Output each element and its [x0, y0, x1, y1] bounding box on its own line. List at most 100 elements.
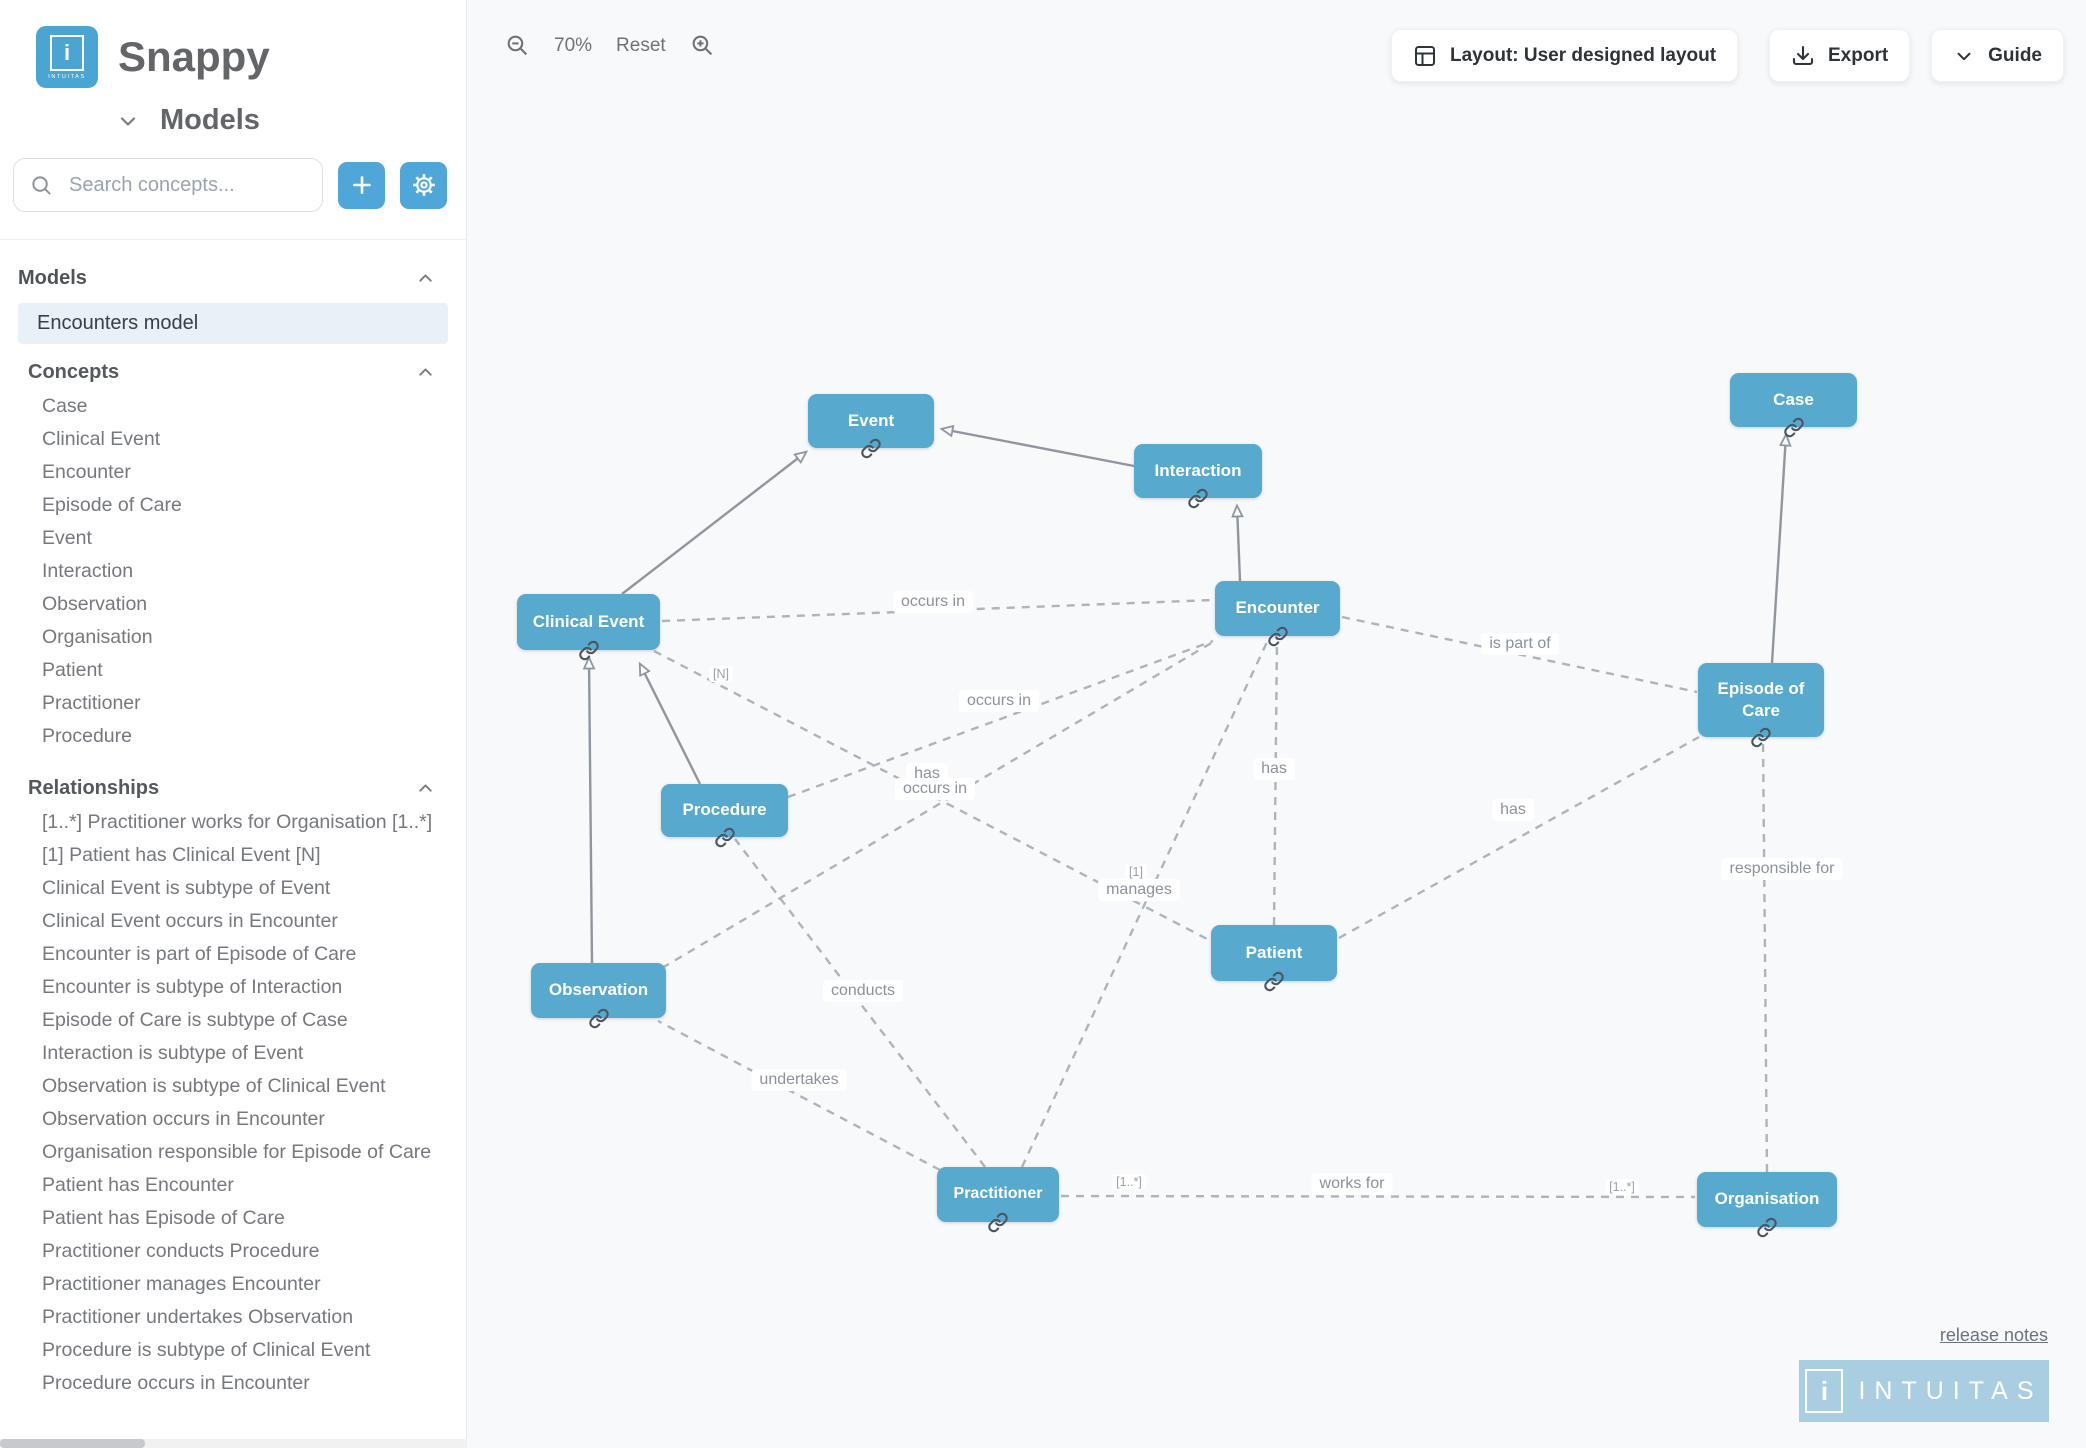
chevron-down-icon — [1953, 45, 1975, 67]
node-episode-of-care[interactable]: Episode of Care — [1698, 663, 1824, 748]
chevron-up-icon[interactable] — [415, 362, 436, 383]
models-section-header[interactable]: Models — [18, 267, 448, 290]
settings-button[interactable] — [400, 161, 447, 209]
link-icon — [1757, 1217, 1778, 1238]
relationship-item[interactable]: Clinical Event occurs in Encounter — [42, 910, 338, 932]
edge-label-responsible-for: responsible for — [1721, 858, 1843, 880]
chevron-down-icon[interactable] — [116, 109, 140, 133]
zoom-level-value: 70% — [554, 34, 593, 56]
edge-label-has-encounter: has — [1253, 758, 1295, 780]
link-icon — [1264, 971, 1285, 992]
edge-label-manages: manages — [1098, 879, 1180, 901]
search-input[interactable] — [67, 172, 306, 198]
relationship-item[interactable]: [1..*] Practitioner works for Organisati… — [42, 811, 433, 833]
relationship-item[interactable]: Episode of Care is subtype of Case — [42, 1009, 348, 1031]
chevron-up-icon[interactable] — [415, 778, 436, 799]
node-label: Case — [1773, 389, 1814, 409]
sidebar-item-encounter[interactable]: Encounter — [42, 461, 131, 483]
zoom-out-button[interactable] — [505, 33, 530, 58]
node-patient[interactable]: Patient — [1211, 925, 1337, 992]
zoom-reset-button[interactable]: Reset — [616, 34, 666, 56]
sidebar-item-observation[interactable]: Observation — [42, 593, 148, 615]
node-label: Clinical Event — [532, 611, 645, 631]
sidebar-item-encounters-model[interactable]: Encounters model — [18, 303, 448, 344]
relationship-item[interactable]: Patient has Encounter — [42, 1174, 234, 1196]
edge-cardinality-N: [N] — [709, 666, 733, 682]
sidebar-item-case[interactable]: Case — [42, 395, 88, 417]
relationship-item[interactable]: Encounter is subtype of Interaction — [42, 976, 343, 998]
relationship-item[interactable]: Practitioner conducts Procedure — [42, 1240, 320, 1262]
relationship-item[interactable]: Practitioner manages Encounter — [42, 1273, 321, 1295]
concepts-section-label: Concepts — [28, 361, 120, 383]
node-event[interactable]: Event — [808, 394, 934, 459]
link-icon — [1751, 727, 1772, 748]
snappy-logo-icon: i INTUITAS — [36, 26, 98, 88]
link-icon — [714, 827, 735, 848]
guide-button[interactable]: Guide — [1931, 29, 2064, 82]
concepts-section-header[interactable]: Concepts — [18, 361, 448, 384]
add-concept-button[interactable] — [338, 161, 385, 209]
search-row — [13, 158, 452, 212]
node-interaction[interactable]: Interaction — [1134, 444, 1262, 509]
sidebar-item-practitioner[interactable]: Practitioner — [42, 692, 141, 714]
sidebar-content: Models Encounters model Concepts Case Cl… — [0, 267, 466, 1400]
brand-header: i INTUITAS Snappy — [0, 0, 466, 88]
sidebar-item-interaction[interactable]: Interaction — [42, 560, 134, 582]
edge-cardinality-1-star-right: [1..*] — [1605, 1179, 1639, 1195]
sidebar-item-clinical-event[interactable]: Clinical Event — [42, 428, 161, 450]
relationship-item[interactable]: Interaction is subtype of Event — [42, 1042, 304, 1064]
node-practitioner[interactable]: Practitioner — [937, 1167, 1059, 1233]
edge-label-works-for: works for — [1311, 1173, 1393, 1195]
scrollbar-thumb[interactable] — [0, 1439, 145, 1448]
layout-button[interactable]: Layout: User designed layout — [1391, 29, 1739, 82]
node-label: Procedure — [682, 800, 767, 820]
relationships-section-header[interactable]: Relationships — [18, 777, 448, 800]
sidebar-item-episode-of-care[interactable]: Episode of Care — [42, 494, 182, 516]
edge-label-occurs-in-procedure: occurs in — [958, 690, 1040, 712]
sidebar-item-patient[interactable]: Patient — [42, 659, 103, 681]
node-case[interactable]: Case — [1730, 373, 1857, 438]
relationship-item[interactable]: Observation occurs in Encounter — [42, 1108, 325, 1130]
node-label: Observation — [548, 980, 649, 1000]
sidebar-item-procedure[interactable]: Procedure — [42, 725, 132, 747]
chevron-up-icon[interactable] — [415, 268, 436, 289]
relationship-item[interactable]: [1] Patient has Clinical Event [N] — [42, 844, 321, 866]
download-icon — [1791, 44, 1815, 68]
relationship-item[interactable]: Clinical Event is subtype of Event — [42, 877, 331, 899]
sidebar-item-organisation[interactable]: Organisation — [42, 626, 153, 648]
export-button-label: Export — [1828, 44, 1889, 66]
models-nav[interactable]: Models — [0, 88, 466, 137]
link-icon — [988, 1212, 1009, 1233]
link-icon — [588, 1008, 609, 1029]
relationship-item[interactable]: Encounter is part of Episode of Care — [42, 943, 357, 965]
zoom-in-button[interactable] — [690, 33, 715, 58]
concepts-list: Case Clinical Event Encounter Episode of… — [18, 390, 448, 753]
relationship-item[interactable]: Procedure occurs in Encounter — [42, 1372, 310, 1394]
node-label: Event — [847, 410, 895, 430]
edge-cardinality-1: [1] — [1125, 864, 1147, 880]
relationship-item[interactable]: Procedure is subtype of Clinical Event — [42, 1339, 371, 1361]
relationship-item[interactable]: Patient has Episode of Care — [42, 1207, 285, 1229]
search-box[interactable] — [13, 158, 323, 212]
link-icon — [1267, 626, 1288, 647]
export-button[interactable]: Export — [1769, 29, 1911, 82]
node-observation[interactable]: Observation — [531, 963, 666, 1029]
relationship-item[interactable]: Practitioner undertakes Observation — [42, 1306, 354, 1328]
sidebar-item-event[interactable]: Event — [42, 527, 92, 549]
edge-label-conducts: conducts — [822, 980, 904, 1002]
edge-label-undertakes: undertakes — [751, 1069, 847, 1091]
guide-button-label: Guide — [1988, 44, 2042, 66]
node-label: Organisation — [1714, 1189, 1820, 1209]
release-notes-link[interactable]: release notes — [1939, 1325, 2048, 1345]
node-clinical-event[interactable]: Clinical Event — [517, 594, 660, 661]
relationship-item[interactable]: Organisation responsible for Episode of … — [42, 1141, 432, 1163]
edge-cardinality-1-star-left: [1..*] — [1112, 1174, 1146, 1190]
edge-label-is-part-of: is part of — [1481, 633, 1559, 655]
node-encounter[interactable]: Encounter — [1215, 581, 1340, 647]
node-procedure[interactable]: Procedure — [661, 784, 788, 848]
relationship-item[interactable]: Observation is subtype of Clinical Event — [42, 1075, 386, 1097]
node-organisation[interactable]: Organisation — [1697, 1172, 1837, 1238]
sidebar-horizontal-scrollbar[interactable] — [0, 1439, 467, 1448]
